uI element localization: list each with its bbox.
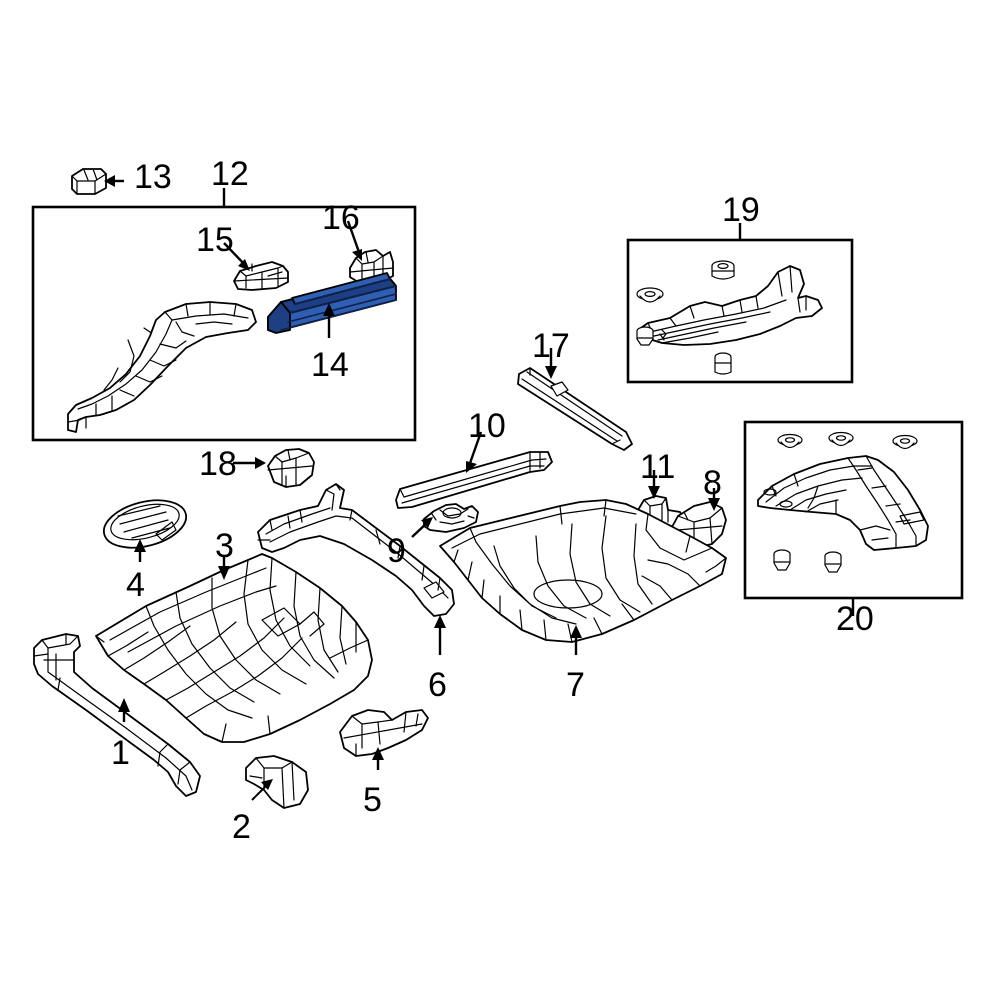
callout-label-18: 18 <box>199 445 237 483</box>
part-6-floor-crossmember <box>257 483 455 617</box>
callout-label-17: 17 <box>532 327 570 365</box>
part-13-rocker-clip <box>71 168 107 195</box>
part-18-side-member-gusset <box>267 448 315 488</box>
arrowhead-17 <box>545 366 557 379</box>
callout-label-20: 20 <box>836 600 874 638</box>
part-9-suspension-mount-reinforcement <box>423 503 479 533</box>
callout-label-7: 7 <box>566 666 585 704</box>
arrowhead-15 <box>238 259 250 271</box>
callout-label-6: 6 <box>428 666 447 704</box>
callout-label-3: 3 <box>215 527 234 565</box>
part-10-floor-side-rail <box>395 451 553 509</box>
part-20-bolt-bottom-left <box>773 549 791 571</box>
callout-label-10: 10 <box>468 407 506 445</box>
callout-label-14: 14 <box>311 346 349 384</box>
callout-label-16: 16 <box>322 199 360 237</box>
part-1-front-floor-side-member <box>33 633 201 797</box>
arrowhead-14 <box>323 303 335 316</box>
callout-label-8: 8 <box>703 464 722 502</box>
callout-label-13: 13 <box>134 158 172 196</box>
arrowhead-3 <box>218 566 230 580</box>
part-19-clip-left <box>636 287 664 303</box>
arrowhead-7 <box>570 625 582 638</box>
callout-label-5: 5 <box>363 781 382 819</box>
part-20-clip-top-left <box>777 433 803 449</box>
part-19-bolt-left-lower <box>636 326 654 346</box>
arrowhead-18 <box>255 457 266 469</box>
part-5-floor-reinforcement-bracket <box>339 709 429 757</box>
leader-10 <box>467 431 483 467</box>
part-14-rocker-panel-reinforcement <box>267 272 397 334</box>
arrowhead-8 <box>708 498 720 511</box>
arrowhead-11 <box>648 486 660 499</box>
callout-label-12: 12 <box>211 155 249 193</box>
part-20-bolt-bottom-mid <box>824 551 842 573</box>
part-20-clip-top-mid <box>828 431 854 447</box>
part-20-floor-under-cover <box>757 455 929 551</box>
arrowhead-2 <box>261 779 273 790</box>
part-4-oval-plug <box>103 499 187 549</box>
arrowhead-1 <box>118 698 130 712</box>
part-20-clip-top-right <box>892 434 918 450</box>
part-2-floor-side-member-bracket <box>245 755 309 809</box>
callout-label-2: 2 <box>232 808 251 846</box>
part-19-under-cover <box>637 265 823 346</box>
callout-label-11: 11 <box>640 448 676 486</box>
arrowhead-4 <box>134 539 146 552</box>
callout-label-4: 4 <box>126 566 145 604</box>
arrowhead-6 <box>434 615 446 628</box>
part-17-floor-rail-reinforcement <box>517 367 633 451</box>
arrowhead-13 <box>104 175 115 187</box>
callout-label-1: 1 <box>111 734 130 772</box>
part-19-bolt-bottom <box>714 352 732 375</box>
callout-label-15: 15 <box>196 221 234 259</box>
arrowhead-9 <box>421 517 433 528</box>
part-12-body-side-member <box>67 301 257 433</box>
arrowhead-10 <box>466 461 477 473</box>
callout-label-19: 19 <box>722 191 760 229</box>
arrowhead-16 <box>352 249 362 261</box>
part-19-bolt-top <box>711 260 735 280</box>
callout-label-9: 9 <box>387 532 406 570</box>
leader-16 <box>346 220 362 256</box>
arrowhead-5 <box>372 747 384 760</box>
part-3-rear-floor-pan <box>95 553 373 743</box>
part-7-rear-floor-pan-extension <box>439 499 727 643</box>
